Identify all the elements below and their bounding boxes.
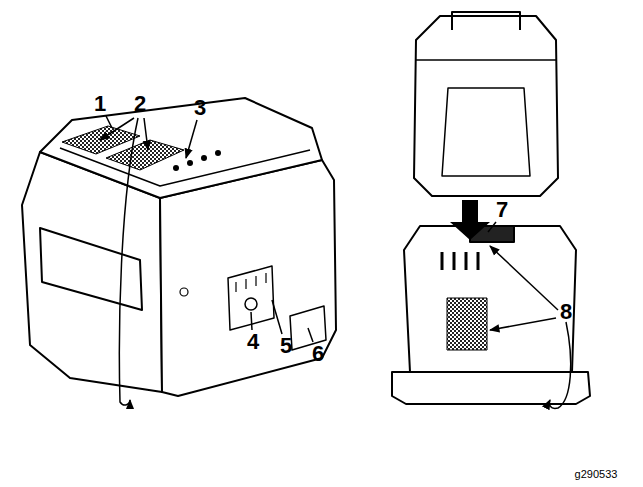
gauge-button (245, 298, 257, 310)
charger-contacts (442, 252, 478, 270)
leader-line (251, 312, 252, 330)
callout-number: 8 (560, 301, 572, 323)
battery-top (40, 98, 322, 198)
battery-upright-panel (442, 88, 530, 176)
insert-arrow (450, 200, 490, 240)
leader-line (186, 120, 197, 158)
callout-number-text: 6 (312, 341, 324, 366)
leader-line (144, 118, 148, 150)
charge-gauge (228, 266, 274, 330)
callout-number-text: 7 (496, 197, 508, 222)
leader-line (490, 246, 558, 310)
battery-handle (452, 12, 520, 30)
leader-line (549, 322, 570, 408)
callout-number: 7 (496, 199, 508, 221)
battery-upright-ridge (416, 59, 556, 61)
callout-number-text: 2 (134, 91, 146, 116)
leader-line (308, 328, 313, 342)
callout-number: 3 (194, 97, 206, 119)
callout-number: 4 (247, 331, 259, 353)
indicator-dots (173, 150, 221, 171)
callout-number-text: 5 (280, 333, 292, 358)
leader-line (106, 116, 112, 128)
callout-number-text: 1 (94, 91, 106, 116)
battery-front (160, 160, 336, 396)
battery-screw (180, 288, 188, 296)
callout-number: 5 (280, 335, 292, 357)
leader-line (490, 318, 556, 330)
leader-line (488, 222, 496, 232)
callout-number: 6 (312, 343, 324, 365)
battery-upright (414, 16, 558, 196)
charger-base (392, 372, 590, 404)
leader-line (119, 118, 138, 405)
charger-body (404, 226, 576, 372)
leader-line (272, 300, 282, 334)
gauge-ticks (236, 273, 266, 292)
figure-id: g290533 (575, 469, 618, 480)
battery-vent (106, 140, 184, 170)
callout-number: 2 (134, 93, 146, 115)
callout-number: 1 (94, 93, 106, 115)
callout-number-text: 4 (247, 329, 259, 354)
leader-line (100, 118, 134, 140)
callout-number-text: 3 (194, 95, 206, 120)
figure-id-text: g290533 (575, 468, 618, 480)
callout-number-text: 8 (560, 299, 572, 324)
charger-vent (447, 298, 487, 350)
battery-grip (40, 228, 142, 310)
